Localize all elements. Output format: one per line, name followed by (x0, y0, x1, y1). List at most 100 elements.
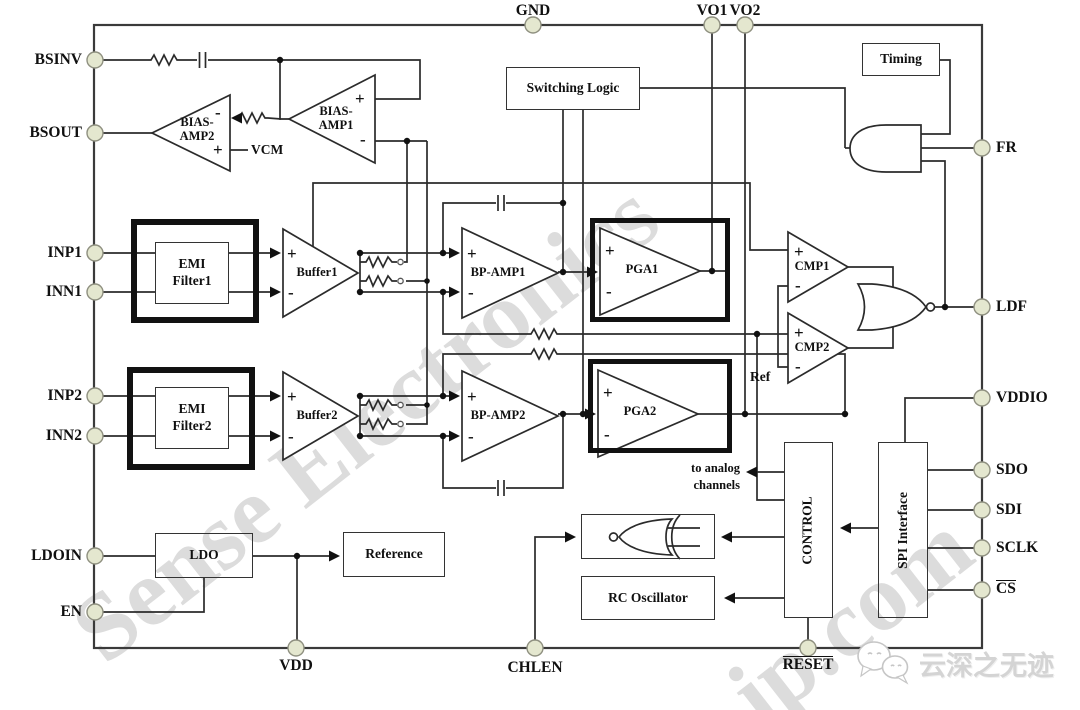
buffer1-triangle (282, 227, 360, 319)
pin-label-fr: FR (996, 139, 1017, 156)
pin-vddio (973, 389, 991, 407)
rc-oscillator-block: RC Oscillator (581, 576, 715, 620)
bias-amp2-minus: - (215, 103, 221, 122)
pga2-plus: + (603, 383, 613, 402)
bp-amp1-label: BP-AMP1 (470, 265, 526, 279)
pin-vo1 (703, 16, 721, 34)
pin-label-ldf: LDF (996, 298, 1027, 315)
pga2-triangle (597, 368, 701, 459)
to-analog-label2: channels (693, 478, 740, 492)
bp-amp1-triangle (461, 226, 561, 320)
nor-bubble (925, 302, 936, 312)
cmp2-plus: + (794, 323, 804, 342)
pin-sdo (973, 461, 991, 479)
pga2-shield (588, 359, 732, 453)
bias-amp1-plus: + (355, 89, 365, 108)
logo-text: 云深之无迹 (919, 650, 1054, 681)
arrowheads (231, 112, 851, 604)
bp-amp2-minus: - (468, 427, 474, 446)
pin-label-bsinv: BSINV (34, 51, 82, 68)
bias-amp1-label2: AMP1 (318, 118, 354, 132)
package-pins (86, 16, 991, 657)
pin-label-sdo: SDO (996, 461, 1028, 478)
pin-reset (799, 639, 817, 657)
pga1-triangle (599, 226, 703, 317)
pin-vdd (287, 639, 305, 657)
control-block: CONTROL (784, 442, 833, 618)
timing-block: Timing (862, 43, 940, 76)
pin-label-sclk: SCLK (996, 539, 1039, 556)
pga1-minus: - (606, 282, 612, 301)
pin-label-gnd: GND (515, 2, 551, 19)
switching-logic-block: Switching Logic (506, 67, 640, 110)
pga1-label: PGA1 (625, 262, 659, 276)
pin-fr (973, 139, 991, 157)
pin-en (86, 603, 104, 621)
pin-label-vddio: VDDIO (996, 389, 1048, 406)
bias-amp1-triangle (287, 73, 376, 165)
cmp1-triangle (787, 230, 850, 304)
pga1-shield (590, 218, 730, 322)
buffer2-triangle (282, 370, 360, 462)
pin-label-vo2: VO2 (729, 2, 761, 19)
logo-watermark: 云深之无迹 (855, 638, 1054, 688)
pin-label-chlen: CHLEN (507, 659, 563, 676)
bp-amp2-label: BP-AMP2 (470, 408, 526, 422)
xnor-bubble (608, 532, 619, 542)
pin-label-inp1: INP1 (47, 244, 82, 261)
pin-bsinv (86, 51, 104, 69)
cmp2-triangle (787, 311, 850, 385)
pin-ldf (973, 298, 991, 316)
bp-amp2-plus: + (467, 387, 477, 406)
buffer2-plus: + (287, 387, 297, 406)
pin-label-ldoin: LDOIN (31, 547, 82, 564)
bias-amp2-label2: AMP2 (179, 129, 215, 143)
pga2-minus: - (604, 425, 610, 444)
pga1-plus: + (605, 241, 615, 260)
and-gate (849, 124, 922, 173)
bias-amp2-plus: + (213, 140, 223, 159)
buffer1-minus: - (288, 283, 294, 302)
ref-label: Ref (750, 369, 771, 384)
pga2-label: PGA2 (623, 404, 657, 418)
xnor-arc (670, 514, 681, 560)
pin-chlen (526, 639, 544, 657)
pin-label-vo1: VO1 (696, 2, 728, 19)
pin-inn1 (86, 283, 104, 301)
reference-block: Reference (343, 532, 445, 577)
pin-label-bsout: BSOUT (29, 124, 82, 141)
bp-amp1-minus: - (468, 283, 474, 302)
wires (95, 25, 982, 648)
pin-label-sdi: SDI (996, 501, 1022, 518)
pin-label-reset: RESET (782, 656, 834, 673)
pin-sdi (973, 501, 991, 519)
cmp2-minus: - (795, 357, 801, 376)
cmp1-plus: + (794, 242, 804, 261)
pin-label-inn1: INN1 (45, 283, 82, 300)
ldo-block: LDO (155, 533, 253, 578)
pin-inp2 (86, 387, 104, 405)
emi-shield-2 (127, 367, 255, 470)
buffer1-label: Buffer1 (296, 265, 338, 279)
buffer2-label: Buffer2 (296, 408, 338, 422)
bias-amp1-label: BIAS- (319, 104, 353, 118)
to-analog-label: to analog (691, 461, 740, 475)
pin-ldoin (86, 547, 104, 565)
vcm-label: VCM (251, 142, 284, 157)
xnor-gate (617, 518, 674, 556)
spi-interface-block: SPI Interface (878, 442, 928, 618)
pin-vo2 (736, 16, 754, 34)
pin-cs (973, 581, 991, 599)
xnor-block (581, 514, 715, 559)
buffer2-minus: - (288, 427, 294, 446)
cmp1-label: CMP1 (794, 259, 830, 273)
nor-gate (856, 283, 928, 331)
pin-inp1 (86, 244, 104, 262)
bp-amp2-triangle (461, 369, 561, 463)
pin-bsout (86, 124, 104, 142)
wechat-logo-icon (857, 641, 909, 685)
chopper-contacts (397, 258, 404, 428)
